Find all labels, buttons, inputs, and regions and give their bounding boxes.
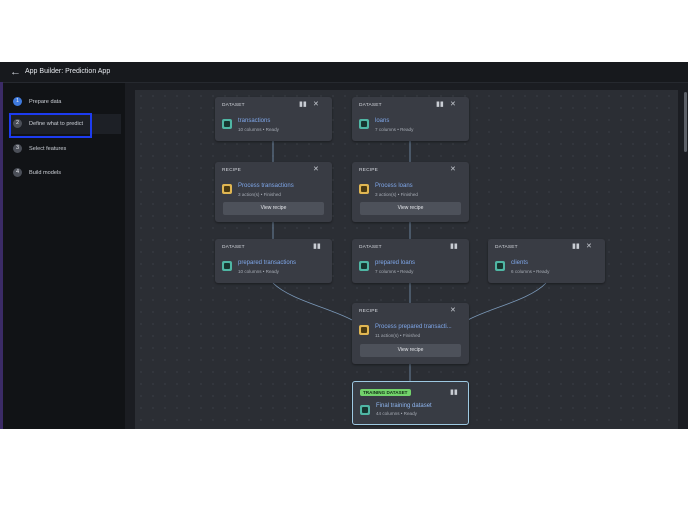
node-meta: 3 action(s) • Finished — [375, 192, 418, 197]
recipe-node-process-transactions[interactable]: RECIPE ✕ Process transactions 3 action(s… — [215, 162, 332, 222]
dataset-node-prepared-loans[interactable]: DATASET ▮▮ prepared loans 7 columns • Re… — [352, 239, 469, 283]
node-type: RECIPE — [222, 168, 242, 173]
close-icon[interactable]: ✕ — [313, 166, 319, 173]
node-meta: 7 columns • Ready — [375, 127, 414, 132]
step-number: 4 — [13, 168, 22, 177]
app-title: App Builder: Prediction App — [25, 68, 111, 75]
dataset-node-transactions[interactable]: DATASET ▮▮ ✕ transactions 10 columns • R… — [215, 97, 332, 141]
left-accent-bar — [0, 82, 3, 429]
dataset-node-prepared-transactions[interactable]: DATASET ▮▮ prepared transactions 10 colu… — [215, 239, 332, 283]
training-dataset-badge: TRAINING DATASET — [360, 389, 411, 396]
step-build-models[interactable]: 4 Build models — [9, 163, 121, 183]
step-label: Build models — [29, 170, 62, 176]
step-label: Prepare data — [29, 99, 62, 105]
node-name[interactable]: Process transactions — [238, 183, 294, 189]
node-type: DATASET — [495, 245, 518, 250]
node-meta: 3 action(s) • Finished — [238, 192, 281, 197]
node-meta: 11 action(s) • Finished — [375, 333, 421, 338]
title-bar: ← App Builder: Prediction App — [0, 62, 688, 83]
view-recipe-button[interactable]: View recipe — [360, 344, 461, 357]
node-meta: 10 columns • Ready — [238, 269, 279, 274]
database-icon — [359, 261, 369, 271]
step-number: 2 — [13, 119, 22, 128]
node-type: RECIPE — [359, 168, 379, 173]
node-meta: 44 columns • Ready — [376, 411, 417, 416]
canvas-scrollbar[interactable] — [684, 92, 687, 152]
node-meta: 7 columns • Ready — [375, 269, 414, 274]
connector — [272, 282, 353, 321]
dataset-node-loans[interactable]: DATASET ▮▮ ✕ loans 7 columns • Ready — [352, 97, 469, 141]
node-name[interactable]: prepared loans — [375, 260, 416, 266]
node-name[interactable]: Process prepared transacti... — [375, 324, 452, 330]
recipe-icon — [222, 184, 232, 194]
step-prepare-data[interactable]: 1 Prepare data — [9, 92, 121, 112]
recipe-node-process-prepared[interactable]: RECIPE ✕ Process prepared transacti... 1… — [352, 303, 469, 364]
node-name[interactable]: Final training dataset — [376, 403, 432, 409]
view-recipe-button[interactable]: View recipe — [360, 202, 461, 215]
close-icon[interactable]: ✕ — [450, 166, 456, 173]
close-icon[interactable]: ✕ — [450, 101, 456, 108]
close-icon[interactable]: ✕ — [313, 101, 319, 108]
database-icon — [359, 119, 369, 129]
node-type: DATASET — [222, 103, 245, 108]
close-icon[interactable]: ✕ — [450, 307, 456, 314]
recipe-node-process-loans[interactable]: RECIPE ✕ Process loans 3 action(s) • Fin… — [352, 162, 469, 222]
view-recipe-button[interactable]: View recipe — [223, 202, 324, 215]
node-meta: 6 columns • Ready — [511, 269, 550, 274]
node-type: RECIPE — [359, 309, 379, 314]
step-highlight-outline — [9, 113, 92, 138]
node-name[interactable]: prepared transactions — [238, 260, 297, 266]
node-meta: 10 columns • Ready — [238, 127, 279, 132]
step-label: Select features — [29, 146, 67, 152]
bar-chart-icon[interactable]: ▮▮ — [450, 243, 458, 250]
database-icon — [360, 405, 370, 415]
bar-chart-icon[interactable]: ▮▮ — [436, 101, 444, 108]
bar-chart-icon[interactable]: ▮▮ — [572, 243, 580, 250]
bar-chart-icon[interactable]: ▮▮ — [299, 101, 307, 108]
dataset-node-clients[interactable]: DATASET ▮▮ ✕ clients 6 columns • Ready — [488, 239, 605, 283]
node-name[interactable]: transactions — [238, 118, 271, 124]
bar-chart-icon[interactable]: ▮▮ — [450, 389, 458, 396]
training-dataset-node[interactable]: TRAINING DATASET ▮▮ Final training datas… — [352, 381, 469, 425]
steps-sidebar: 1 Prepare data 2 Define what to predict … — [3, 83, 125, 429]
step-label: Define what to predict — [29, 121, 84, 127]
step-number: 3 — [13, 144, 22, 153]
step-define-target[interactable]: 2 Define what to predict — [9, 114, 121, 134]
step-select-features[interactable]: 3 Select features — [9, 139, 121, 159]
database-icon — [495, 261, 505, 271]
database-icon — [222, 261, 232, 271]
node-name[interactable]: loans — [375, 118, 390, 124]
step-number: 1 — [13, 97, 22, 106]
recipe-icon — [359, 325, 369, 335]
node-name[interactable]: clients — [511, 260, 529, 266]
bar-chart-icon[interactable]: ▮▮ — [313, 243, 321, 250]
back-arrow-icon[interactable]: ← — [10, 66, 21, 78]
close-icon[interactable]: ✕ — [586, 243, 592, 250]
recipe-icon — [359, 184, 369, 194]
node-name[interactable]: Process loans — [375, 183, 413, 189]
node-type: DATASET — [359, 103, 382, 108]
connector — [467, 282, 547, 321]
node-type: DATASET — [222, 245, 245, 250]
database-icon — [222, 119, 232, 129]
node-type: DATASET — [359, 245, 382, 250]
